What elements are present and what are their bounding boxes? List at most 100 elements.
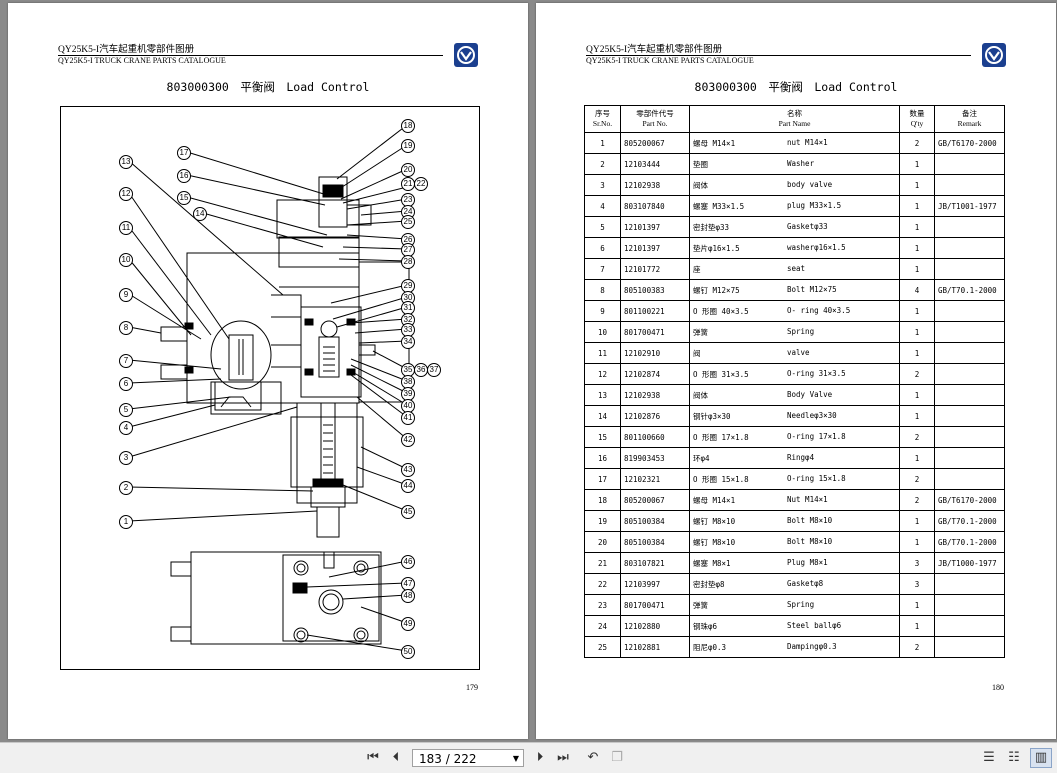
catalogue-header: QY25K5-I汽车起重机零部件图册 xyxy=(58,45,443,56)
cell-remark xyxy=(934,300,1005,322)
cell-code: 12102881 xyxy=(620,636,690,658)
callout-10: 10 xyxy=(119,253,133,267)
cell-seq: 20 xyxy=(584,531,621,553)
cell-code: 12102876 xyxy=(620,405,690,427)
cell-seq: 23 xyxy=(584,594,621,616)
exploded-drawing: 13 12 11 10 9 8 7 6 5 4 3 2 1 17 16 15 1… xyxy=(60,106,480,670)
cell-name-cn: 垫圈 xyxy=(693,159,708,169)
cell-code: 805100383 xyxy=(620,279,690,301)
two-page-view-button[interactable]: ▥ xyxy=(1030,748,1052,768)
cell-seq: 5 xyxy=(584,216,621,238)
cell-name-en: Nut M14×1 xyxy=(787,494,828,504)
last-page-button[interactable]: ⏭ xyxy=(554,749,572,767)
single-page-view-button[interactable]: ☰ xyxy=(980,749,998,767)
cell-name-en: seat xyxy=(787,263,806,273)
cell-seq: 21 xyxy=(584,552,621,574)
cell-seq: 19 xyxy=(584,510,621,532)
cell-name-cn: 螺塞 M8×1 xyxy=(693,558,731,568)
continuous-view-button[interactable]: ☷ xyxy=(1005,749,1023,767)
cell-code: 12102910 xyxy=(620,342,690,364)
cell-qty: 1 xyxy=(899,510,935,532)
cell-remark: GB/T70.1-2000 xyxy=(934,531,1005,553)
header-title-cn: QY25K5-I汽车起重机零部件图册 xyxy=(58,45,195,55)
cell-name-en: Bolt M8×10 xyxy=(787,536,833,546)
cell-name-en: valve xyxy=(787,347,810,357)
previous-page-button[interactable]: ⏴ xyxy=(388,749,404,767)
cell-code: 803107840 xyxy=(620,195,690,217)
cell-remark xyxy=(934,405,1005,427)
callout-18: 18 xyxy=(401,119,415,133)
cell-seq: 12 xyxy=(584,363,621,385)
next-page-button[interactable]: ⏵ xyxy=(532,749,548,767)
cell-seq: 11 xyxy=(584,342,621,364)
cell-remark: GB/T6170-2000 xyxy=(934,132,1005,154)
cell-code: 805200067 xyxy=(620,489,690,511)
page-select[interactable]: 183 / 222 ▼ xyxy=(412,749,524,767)
cell-remark xyxy=(934,426,1005,448)
cell-seq: 22 xyxy=(584,573,621,595)
cell-name-en: O-ring 31×3.5 xyxy=(787,368,846,378)
cell-name-en: Ringφ4 xyxy=(787,452,815,462)
cell-remark: JB/T1000-1977 xyxy=(934,552,1005,574)
callout-19: 19 xyxy=(401,139,415,153)
cell-qty: 3 xyxy=(899,552,935,574)
cell-seq: 1 xyxy=(584,132,621,154)
cell-name-cn: 螺母 M14×1 xyxy=(693,495,736,505)
xcmg-logo-icon xyxy=(454,43,478,67)
cell-name-en: Plug M8×1 xyxy=(787,557,828,567)
cell-qty: 2 xyxy=(899,468,935,490)
cell-seq: 8 xyxy=(584,279,621,301)
cell-qty: 1 xyxy=(899,153,935,175)
cell-code: 12101772 xyxy=(620,258,690,280)
callout-38: 38 xyxy=(401,375,415,389)
callout-48: 48 xyxy=(401,589,415,603)
last-page-icon: ⏭ xyxy=(557,750,569,765)
cell-code: 805200067 xyxy=(620,132,690,154)
header-qty-cn: 数量 xyxy=(909,109,925,118)
cell-name: 螺母 M14×1 nut M14×1 xyxy=(689,132,900,154)
cell-qty: 2 xyxy=(899,426,935,448)
rotate-page-button[interactable]: ↶ xyxy=(584,749,602,767)
cell-remark xyxy=(934,321,1005,343)
page-number-right: 180 xyxy=(992,683,1004,692)
cell-name-cn: 螺母 M14×1 xyxy=(693,138,736,148)
cell-remark: GB/T70.1-2000 xyxy=(934,279,1005,301)
cell-remark xyxy=(934,174,1005,196)
cell-name-en: O-ring 17×1.8 xyxy=(787,431,846,441)
cell-code: 12101397 xyxy=(620,216,690,238)
cell-name-en: nut M14×1 xyxy=(787,137,828,147)
cell-remark xyxy=(934,615,1005,637)
cell-code: 801700471 xyxy=(620,321,690,343)
cell-qty: 1 xyxy=(899,300,935,322)
cell-seq: 16 xyxy=(584,447,621,469)
callout-1: 1 xyxy=(119,515,133,529)
callout-25: 25 xyxy=(401,215,415,229)
header-title-en: QY25K5-I TRUCK CRANE PARTS CATALOGUE xyxy=(586,56,754,65)
cell-seq: 15 xyxy=(584,426,621,448)
header-qty-en: Q'ty xyxy=(910,119,924,128)
cell-qty: 2 xyxy=(899,489,935,511)
copy-icon: ❐ xyxy=(611,750,623,765)
cell-code: 801100221 xyxy=(620,300,690,322)
copy-button[interactable]: ❐ xyxy=(608,749,626,767)
first-page-button[interactable]: ⏮ xyxy=(364,749,382,767)
cell-code: 12102880 xyxy=(620,615,690,637)
cell-seq: 3 xyxy=(584,174,621,196)
cell-name-cn: 座 xyxy=(693,264,701,274)
